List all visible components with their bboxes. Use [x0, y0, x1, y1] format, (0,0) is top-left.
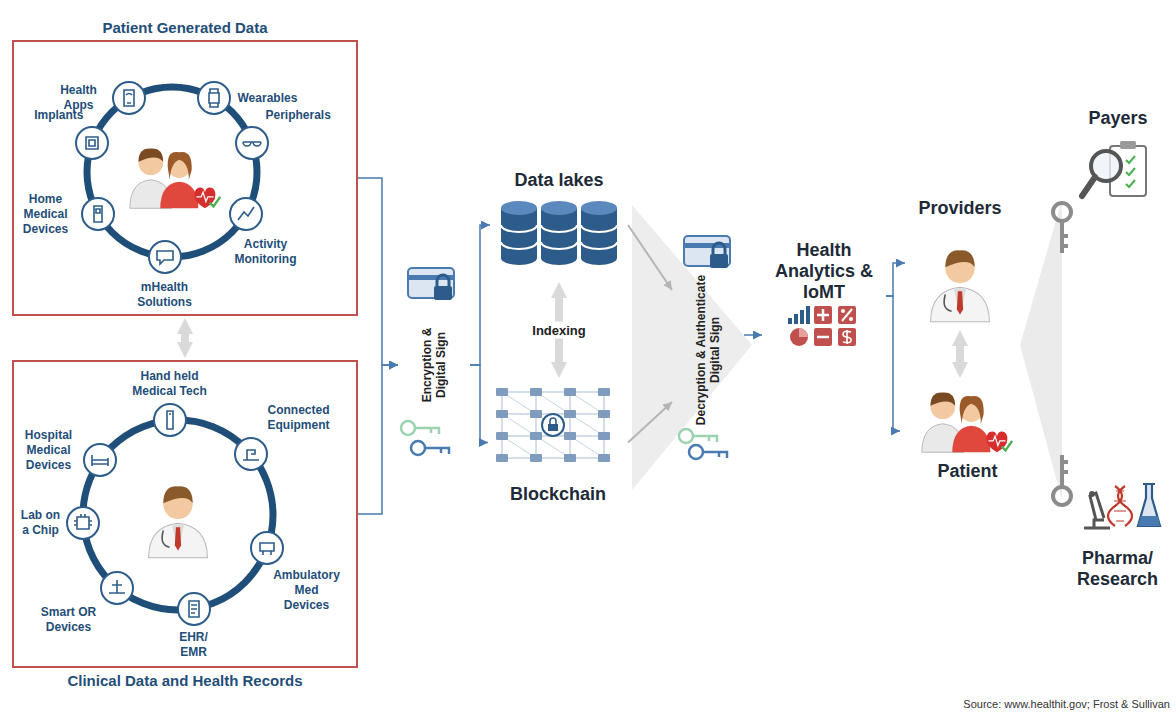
device-label: Smart OR Devices	[31, 605, 107, 635]
panel-heading: Clinical Data and Health Records	[14, 672, 356, 689]
access-fan	[1020, 200, 1062, 500]
funnel-shape	[632, 205, 752, 490]
provider-figure	[931, 250, 990, 321]
device-node: Smart OR Devices	[100, 571, 134, 605]
device-icon	[88, 204, 108, 224]
device-node: Wearables	[197, 81, 231, 115]
key-icon	[1053, 203, 1071, 505]
flow-connector	[181, 326, 189, 350]
flow-connector	[886, 296, 900, 431]
stage-node: Pharma/ Research	[1064, 478, 1172, 590]
device-node: mHealth Solutions	[148, 240, 182, 274]
stage-label: Providers	[918, 198, 1001, 219]
device-node: EHR/ EMR	[177, 592, 211, 626]
patient-figure	[922, 392, 1012, 452]
device-icon	[119, 88, 139, 108]
security-step: Encryption & Digital Sign	[398, 262, 470, 468]
device-label: Peripherals	[266, 107, 331, 122]
lock-card-icon	[684, 236, 730, 268]
device-icon	[236, 204, 256, 224]
stage-label: Health Analytics & IoMT	[766, 240, 882, 303]
flow-connector	[886, 263, 905, 296]
device-node: Peripherals	[235, 126, 269, 160]
security-step: Decryption & Authenticate Digital Sign	[672, 230, 744, 462]
device-label: Hand held Medical Tech	[125, 369, 215, 399]
device-icon	[82, 133, 102, 153]
device-icon	[242, 133, 262, 153]
stage-node: Blockchain	[488, 380, 628, 505]
device-node: Health Apps	[112, 81, 146, 115]
key-icon	[679, 429, 717, 443]
device-label: Connected Equipment	[259, 403, 339, 433]
lock-card-icon	[408, 268, 454, 300]
device-node: Connected Equipment	[234, 437, 268, 471]
stage-label: Pharma/ Research	[1068, 548, 1168, 590]
research-icon	[1084, 484, 1160, 528]
database-icon	[501, 201, 617, 265]
blockchain-network	[496, 388, 610, 462]
device-icon	[204, 88, 224, 108]
device-ring	[83, 87, 273, 610]
flow-connector	[470, 225, 490, 365]
device-label: Hospital Medical Devices	[20, 427, 78, 472]
key-icon	[401, 421, 439, 435]
data-source-panel: Health AppsWearablesImplantsPeripheralsH…	[12, 40, 358, 316]
device-icon	[184, 599, 204, 619]
device-label: Implants	[34, 107, 83, 122]
device-node: Lab on a Chip	[66, 506, 100, 540]
flow-connector	[744, 334, 762, 336]
stage-node: Patient	[900, 380, 1035, 482]
stage-node: Payers	[1068, 108, 1168, 210]
device-node: Activity Monitoring	[229, 197, 263, 231]
panel-heading: Patient Generated Data	[14, 19, 356, 36]
flow-connector	[358, 365, 398, 514]
stage-node: Health Analytics & IoMT	[762, 240, 886, 352]
key-icon	[689, 445, 727, 459]
device-node: Home Medical Devices	[81, 197, 115, 231]
device-node: Hospital Medical Devices	[83, 443, 117, 477]
stage-label: Blockchain	[510, 484, 606, 505]
device-label: Lab on a Chip	[19, 508, 63, 538]
device-icon	[155, 247, 175, 267]
key-icon	[411, 441, 449, 455]
flow-connector	[628, 402, 672, 443]
security-label: Encryption & Digital Sign	[420, 319, 448, 411]
security-label: Decryption & Authenticate Digital Sign	[694, 272, 722, 428]
payer-icon	[1082, 141, 1146, 196]
device-label: Activity Monitoring	[226, 237, 306, 267]
device-icon	[241, 444, 261, 464]
device-node: Implants	[75, 126, 109, 160]
flow-connector	[470, 365, 488, 443]
device-icon	[107, 578, 127, 598]
flow-connector	[956, 338, 964, 370]
device-label: Ambulatory Med Devices	[271, 567, 343, 612]
device-icon	[73, 513, 93, 533]
device-label: EHR/ EMR	[169, 630, 219, 660]
stage-node: Data lakes	[490, 170, 628, 280]
stage-label: Data lakes	[514, 170, 603, 191]
stage-label: Payers	[1088, 108, 1147, 129]
device-node: Ambulatory Med Devices	[250, 531, 284, 565]
device-label: Wearables	[238, 90, 298, 105]
flow-connector	[628, 225, 672, 290]
data-source-panel: Hand held Medical TechConnected Equipmen…	[12, 360, 358, 668]
analytics-icon	[788, 306, 856, 346]
stage-label: Patient	[937, 461, 997, 482]
doctor-figure	[149, 486, 208, 557]
device-icon	[257, 538, 277, 558]
source-note: Source: www.healthit.gov; Frost & Sulliv…	[900, 698, 1170, 710]
device-node: Hand held Medical Tech	[153, 403, 187, 437]
device-icon	[160, 410, 180, 430]
edge-label: Indexing	[529, 322, 588, 339]
patient-figure	[130, 148, 220, 208]
device-label: Home Medical Devices	[18, 191, 74, 236]
flow-connector	[358, 178, 398, 365]
stage-node: Providers	[905, 198, 1015, 328]
device-label: mHealth Solutions	[125, 280, 205, 310]
device-icon	[90, 450, 110, 470]
